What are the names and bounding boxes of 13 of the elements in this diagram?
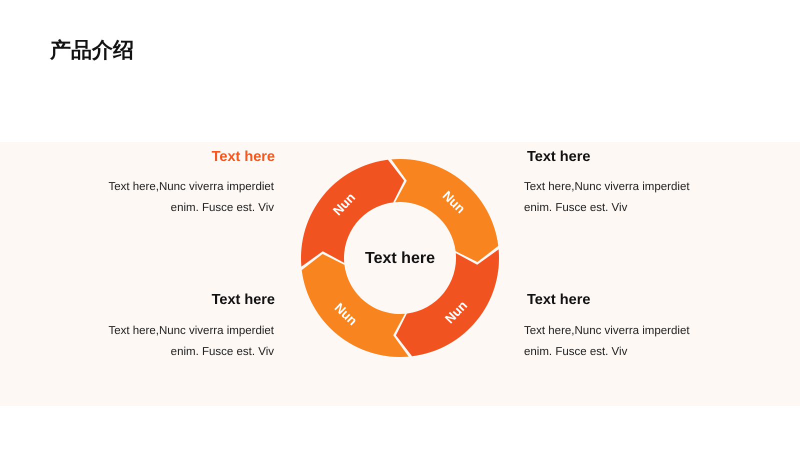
description-text: Text here,Nunc viverra imperdiet enim. Fusce est. Viv: [107, 324, 274, 360]
description-text: Text here,Nunc viverra imperdiet enim. Fusce est. Viv: [107, 180, 274, 216]
segment-label: Nun: [330, 190, 358, 218]
curved-arrow-segment: [395, 249, 499, 357]
center-label: Text here: [365, 251, 435, 267]
description-text: Text here,Nunc viverra imperdiet enim. Fusce est. Viv: [524, 324, 691, 360]
heading: Text here: [527, 293, 590, 308]
description-text: Text here,Nunc viverra imperdiet enim. Fusce est. Viv: [524, 180, 691, 216]
heading: Text here: [527, 150, 590, 164]
heading: Text here: [212, 150, 275, 164]
page-title: 产品介绍: [50, 39, 134, 62]
segment-label: Nun: [442, 298, 470, 326]
heading: Text here: [212, 293, 275, 308]
